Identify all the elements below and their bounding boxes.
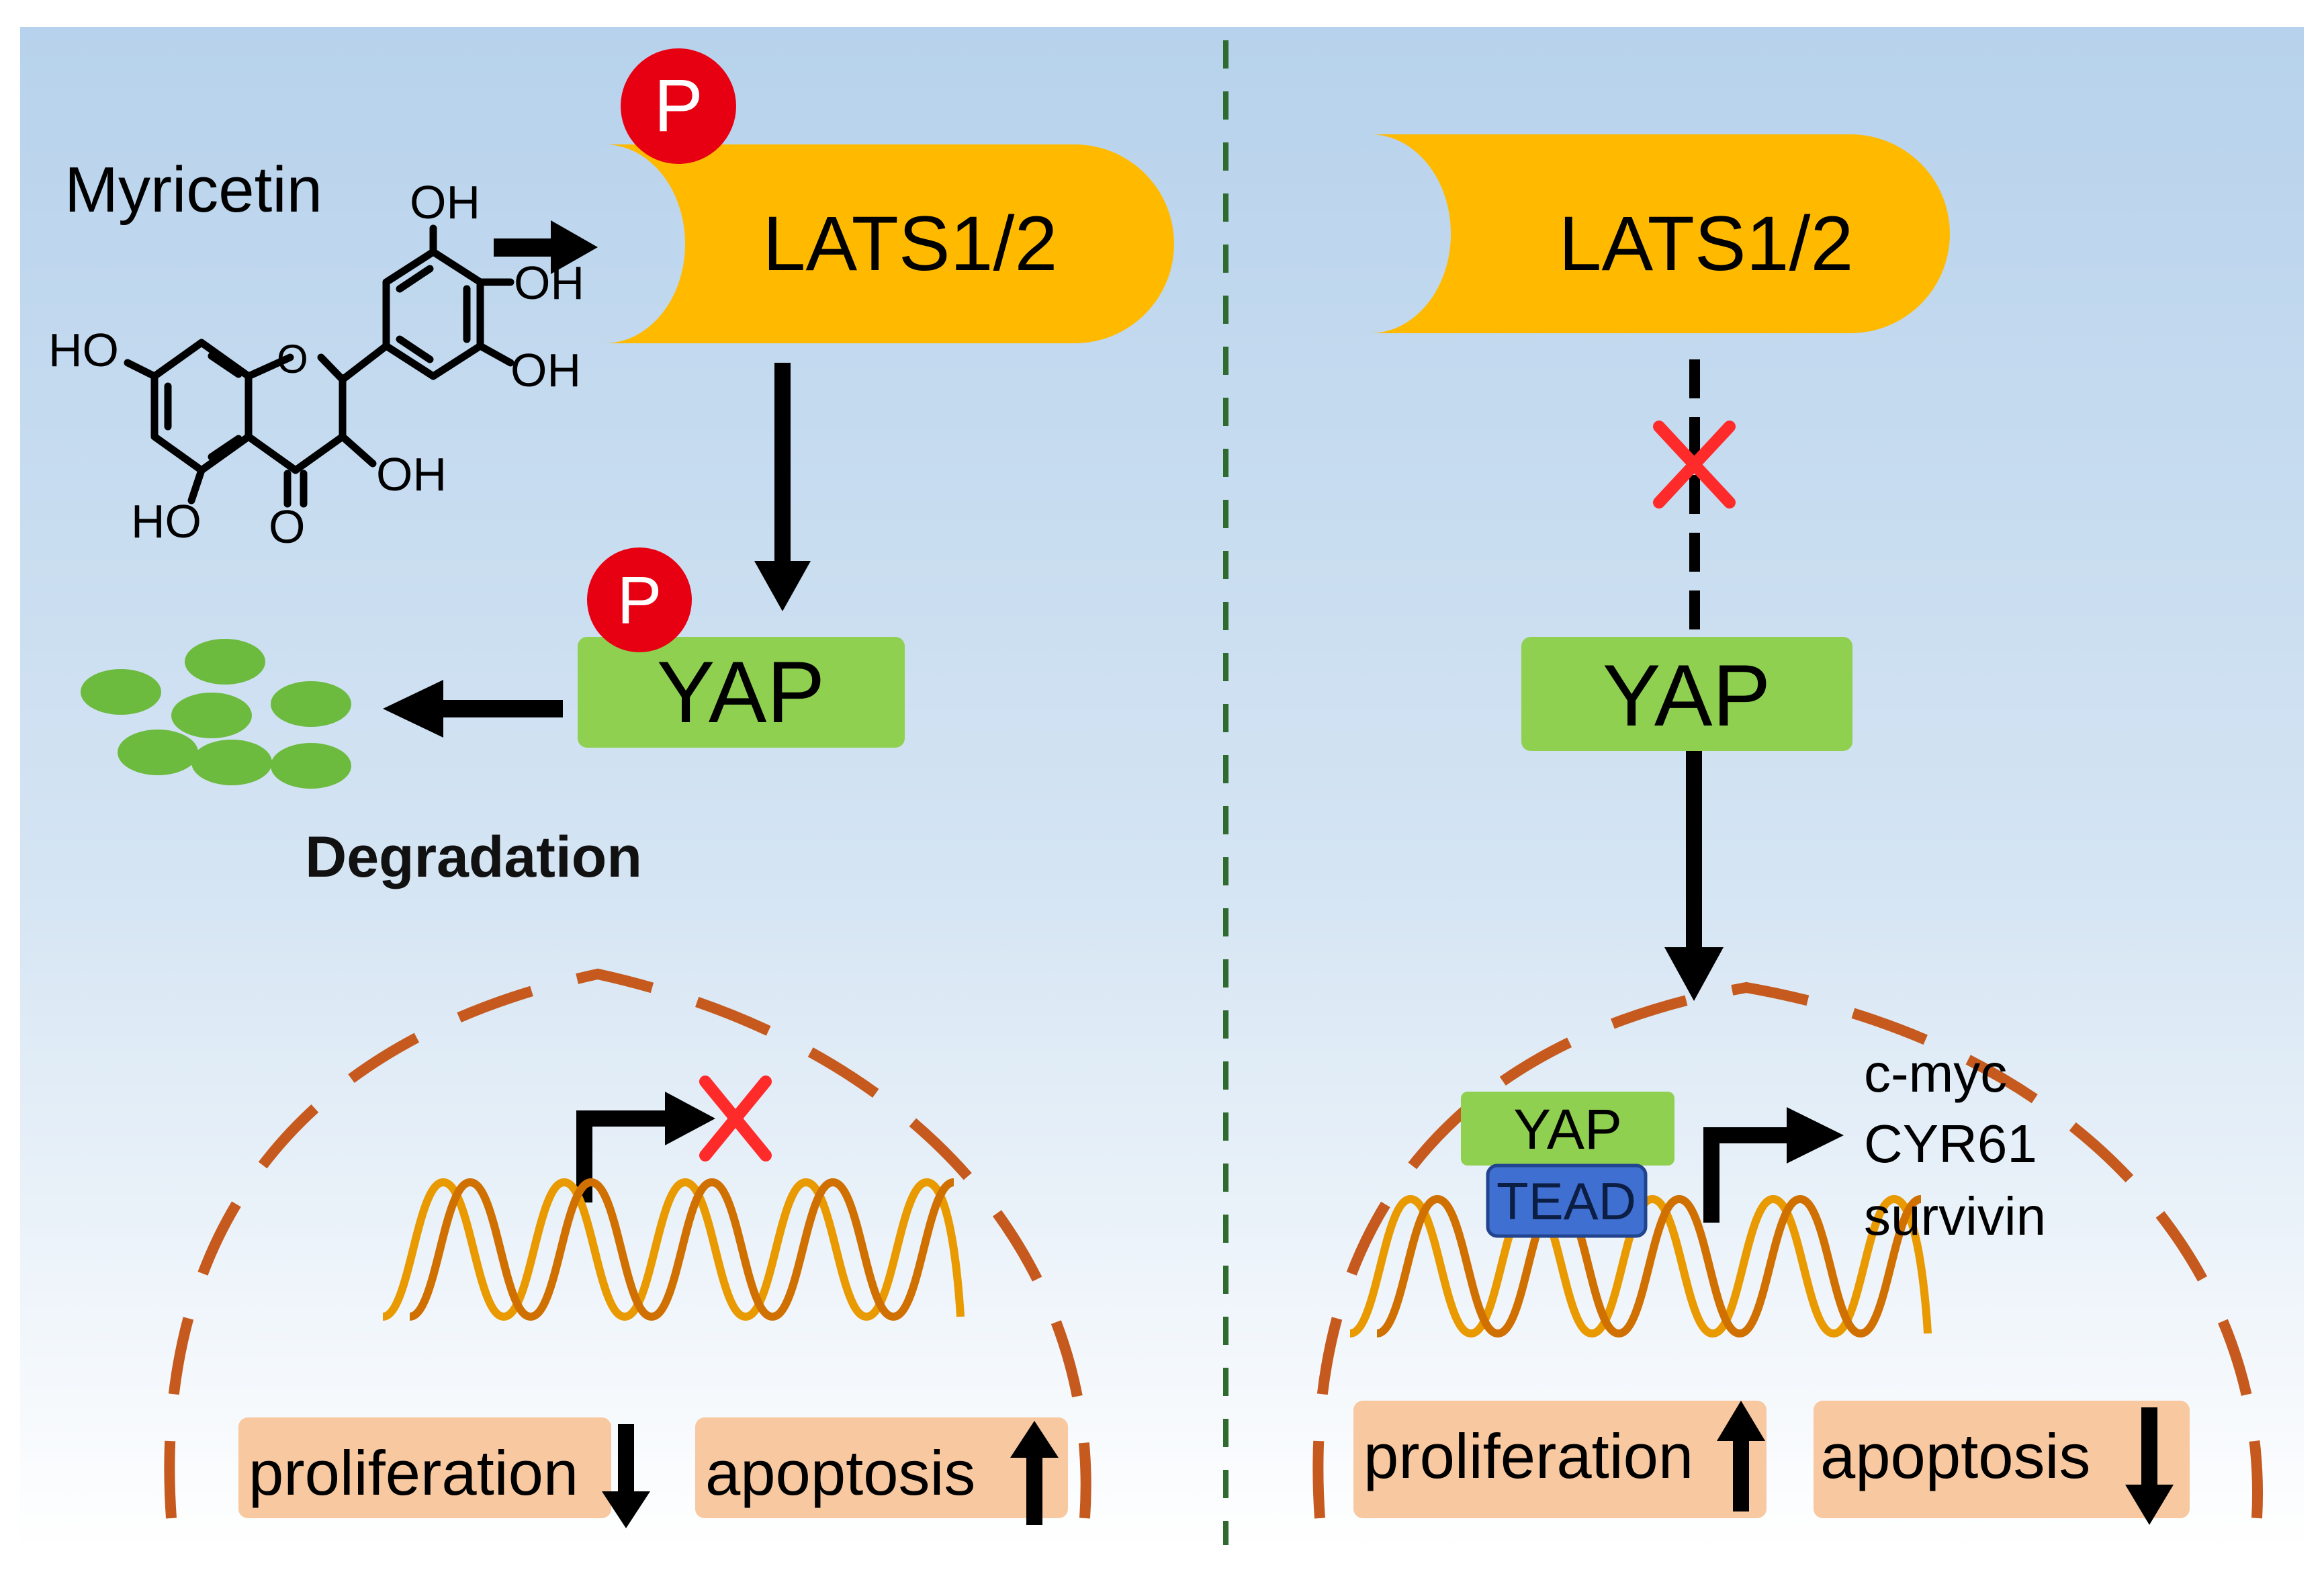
b-ring-oh-bonds	[429, 224, 515, 367]
ho-bottom-label: HO	[131, 495, 202, 547]
ring-o-label: O	[277, 337, 308, 382]
right-panel: LATS1/2 YAP YAP TEAD c-myc CYR61 survivi	[1312, 134, 2263, 1525]
phospho-badge-lats	[621, 48, 736, 164]
oh-mid-label: OH	[514, 257, 584, 309]
nuclear-yap-label: YAP	[1513, 1098, 1622, 1161]
lats-shape-left	[605, 144, 1174, 343]
lats-label-right: LATS1/2	[1559, 201, 1854, 287]
degradation-fragments	[81, 639, 351, 789]
nuclear-membrane-right	[1312, 981, 2263, 1519]
yap-box-left	[578, 637, 905, 748]
arrow-down-apoptosis-right	[2125, 1407, 2174, 1525]
promoter-arrow-right	[1703, 1127, 1797, 1223]
a-ring-oh-bonds	[124, 359, 206, 505]
promoter-arrowhead-left	[665, 1092, 715, 1145]
outcome-box-apoptosis-right	[1814, 1401, 2190, 1518]
dna-helix-right	[1349, 1194, 1932, 1338]
yap-box-right	[1521, 637, 1852, 751]
degradation-label: Degradation	[305, 825, 642, 889]
nuclear-yap-box	[1461, 1092, 1674, 1166]
ring-b-double-bonds	[396, 265, 471, 363]
fragment	[271, 681, 351, 727]
carbonyl-o-label: O	[269, 500, 305, 553]
yap-label-left: YAP	[657, 643, 825, 741]
fragment	[191, 740, 272, 785]
outcome-box-apoptosis-left	[695, 1417, 1068, 1518]
myricetin-structure	[124, 224, 515, 508]
outcome-box-proliferation-right	[1353, 1401, 1767, 1518]
arrow-yap-to-nucleus	[1664, 751, 1724, 1001]
promoter-arrow-left	[576, 1110, 678, 1202]
tead-box	[1486, 1164, 1648, 1238]
fragment	[118, 730, 198, 775]
dna-helix-left	[382, 1178, 965, 1321]
b-ring-link	[339, 342, 390, 384]
fragment	[185, 639, 265, 685]
outcome-label-proliferation-right: proliferation	[1364, 1421, 1693, 1491]
fragment	[81, 669, 161, 715]
tead-label: TEAD	[1496, 1172, 1636, 1231]
promoter-arrowhead-right	[1787, 1107, 1844, 1164]
target-gene-cyr61: CYR61	[1864, 1114, 2037, 1174]
phospho-badge-yap	[587, 547, 692, 652]
target-gene-survivin: survivin	[1864, 1186, 2046, 1246]
fragment	[271, 743, 351, 789]
arrow-lats-to-yap	[754, 363, 811, 611]
lats-label-left: LATS1/2	[763, 201, 1058, 287]
arrow-up-proliferation-right	[1717, 1401, 1765, 1511]
oh-c3-label: OH	[376, 448, 447, 500]
arrow-yap-to-degradation	[383, 680, 563, 738]
outcome-label-apoptosis-right: apoptosis	[1820, 1421, 2090, 1491]
nuclear-membrane-left	[164, 968, 1091, 1519]
phospho-label-yap: P	[617, 563, 662, 638]
target-gene-c-myc: c-myc	[1864, 1043, 2007, 1103]
arrow-down-proliferation-left	[602, 1424, 650, 1528]
outcome-label-apoptosis-left: apoptosis	[705, 1438, 975, 1508]
compound-label: Myricetin	[64, 154, 322, 226]
carbonyl-bond	[283, 470, 308, 508]
left-panel: Myricetin OH OH OH OH HO HO O O	[48, 48, 1174, 1528]
arrow-myricetin-to-lats	[494, 220, 598, 274]
fragment	[171, 693, 252, 738]
arrow-up-apoptosis-left	[1010, 1421, 1059, 1525]
inhibition-cross-icon	[1653, 421, 1736, 509]
c3-oh-bond	[339, 433, 377, 468]
outcome-box-proliferation-left	[238, 1417, 611, 1518]
transcription-block-icon	[699, 1076, 772, 1161]
oh-ring-low-label: OH	[510, 344, 581, 396]
yap-label-right: YAP	[1603, 646, 1771, 744]
outcome-label-proliferation-left: proliferation	[249, 1438, 578, 1508]
lats-shape-right	[1370, 134, 1950, 333]
phospho-label-lats: P	[654, 64, 703, 147]
oh-top-label: OH	[410, 176, 480, 228]
ho-left-label: HO	[48, 324, 119, 376]
ring-a-double-bonds	[164, 352, 242, 461]
